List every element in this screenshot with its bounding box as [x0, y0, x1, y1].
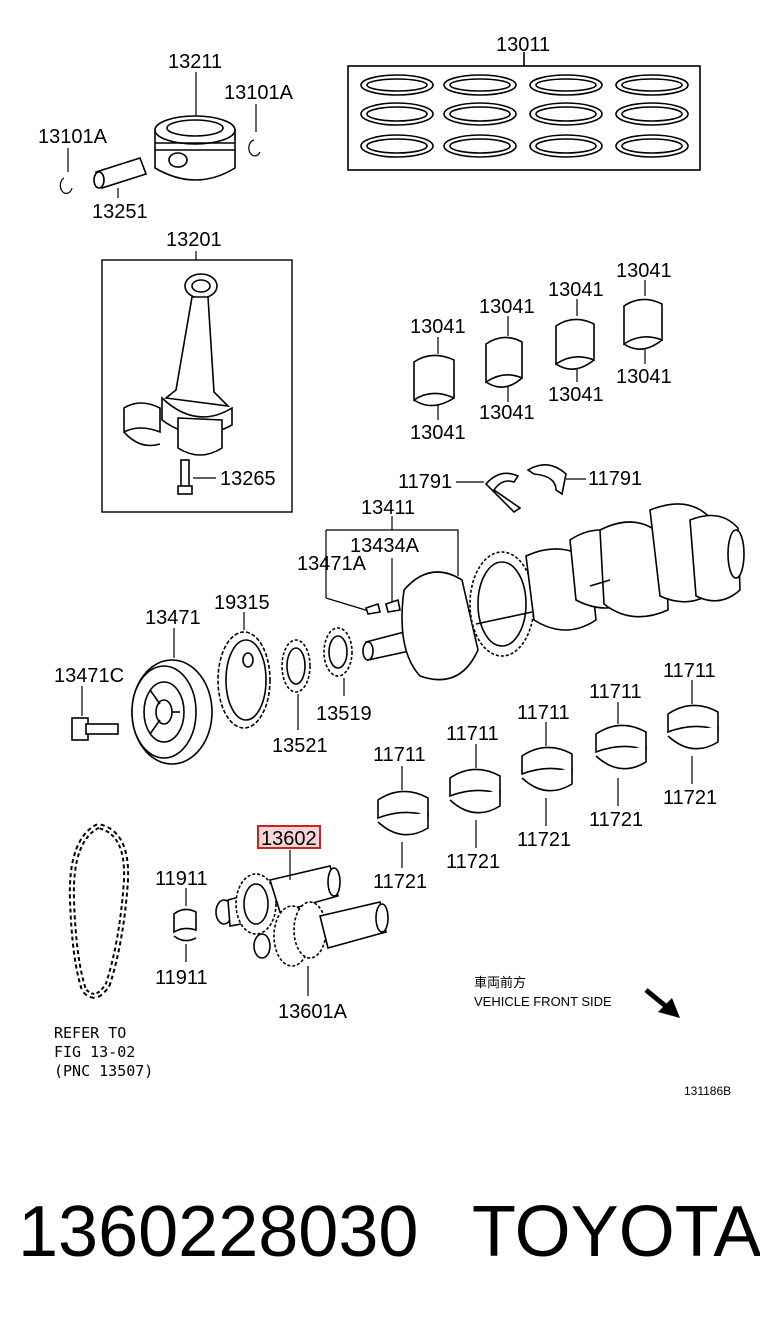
label-11911-top: 11911 — [155, 868, 208, 890]
oil-pump-drive-gear-13519 — [323, 627, 353, 677]
label-13471: 13471 — [145, 607, 201, 629]
crank-pulley-13471 — [131, 659, 213, 765]
piston-13211 — [154, 115, 236, 181]
label-13011: 13011 — [496, 34, 550, 56]
rod-bearing-13041-a — [413, 354, 455, 407]
label-13471c: 13471C — [54, 665, 124, 687]
thrust-washer-right — [526, 464, 567, 496]
label-13521: 13521 — [272, 735, 328, 757]
connecting-rod-13201 — [123, 273, 233, 456]
label-11711-3: 11711 — [517, 702, 570, 724]
label-13041-6: 13041 — [548, 384, 604, 406]
label-13101a-left: 13101A — [38, 126, 108, 148]
piston-clip-right — [248, 139, 261, 157]
label-13601a: 13601A — [278, 1001, 348, 1023]
front-arrow-icon — [644, 988, 680, 1018]
label-13211: 13211 — [168, 51, 222, 73]
label-13041-7: 13041 — [616, 260, 672, 282]
label-13411: 13411 — [361, 497, 415, 519]
label-11721-1: 11721 — [373, 871, 427, 893]
refer-line-2: FIG 13-02 — [54, 1043, 135, 1061]
brand-name: TOYOTA — [472, 1192, 760, 1272]
woodruff-keys — [364, 598, 401, 615]
refer-line-3: (PNC 13507) — [54, 1062, 153, 1080]
label-13041-4: 13041 — [479, 402, 535, 424]
label-11791-right: 11791 — [588, 468, 642, 490]
highlight-13602[interactable] — [257, 825, 321, 849]
label-13041-3: 13041 — [479, 296, 535, 318]
vehicle-front-en: VEHICLE FRONT SIDE — [474, 994, 612, 1009]
pulley-bolt-13471c — [71, 717, 119, 741]
balance-shaft-bearing-11911 — [173, 908, 197, 942]
label-13041-5: 13041 — [548, 279, 604, 301]
connecting-rod-box — [101, 259, 293, 513]
label-11721-2: 11721 — [446, 851, 500, 873]
label-13519: 13519 — [316, 703, 372, 725]
timing-chain-13507 — [68, 822, 130, 999]
vehicle-front-jp: 車両前方 — [474, 975, 526, 990]
label-11711-1: 11711 — [373, 744, 426, 766]
rod-bearing-13041-b — [485, 336, 523, 388]
label-13471a: 13471A — [297, 553, 367, 575]
label-11711-2: 11711 — [446, 723, 499, 745]
label-13041-2: 13041 — [410, 422, 466, 444]
label-11721-4: 11721 — [589, 809, 643, 831]
crank-sensor-plate-19315 — [217, 631, 271, 729]
rod-bolt-13265 — [177, 459, 193, 495]
rod-bearing-13041-c — [555, 318, 595, 370]
label-13602[interactable]: 13602 — [261, 828, 317, 850]
main-bearing-pair-3 — [521, 746, 573, 792]
label-13101a-right: 13101A — [224, 82, 294, 104]
label-11791-left: 11791 — [398, 471, 452, 493]
label-19315: 19315 — [214, 592, 270, 614]
timing-sprocket-13521 — [281, 639, 311, 693]
label-13265: 13265 — [220, 468, 276, 490]
label-11721-5: 11721 — [663, 787, 717, 809]
label-13434a: 13434A — [350, 535, 420, 557]
main-bearing-pair-2 — [449, 768, 501, 814]
part-number: 1360228030 — [18, 1192, 418, 1272]
balance-shaft-assembly-13601a — [215, 865, 389, 967]
piston-ring-set-13011 — [347, 52, 701, 171]
figure-code: 131186B — [684, 1084, 731, 1098]
label-13251: 13251 — [92, 201, 148, 223]
thrust-washer-left — [484, 472, 522, 514]
label-13041-1: 13041 — [410, 316, 466, 338]
label-11721-3: 11721 — [517, 829, 571, 851]
label-11711-4: 11711 — [589, 681, 642, 703]
rod-bearing-13041-d — [623, 298, 663, 350]
label-11711-5: 11711 — [663, 660, 716, 682]
main-bearing-pair-4 — [595, 724, 647, 770]
main-bearing-pair-5 — [667, 704, 719, 750]
piston-pin-13251 — [93, 157, 148, 189]
piston-clip-left — [59, 177, 73, 194]
label-13201: 13201 — [166, 229, 222, 251]
refer-line-1: REFER TO — [54, 1024, 126, 1042]
label-13041-8: 13041 — [616, 366, 672, 388]
crankshaft-13411 — [362, 503, 745, 681]
main-bearing-pair-1 — [377, 790, 429, 836]
label-11911-bottom: 11911 — [155, 967, 208, 989]
piston-rings-group — [360, 74, 689, 158]
